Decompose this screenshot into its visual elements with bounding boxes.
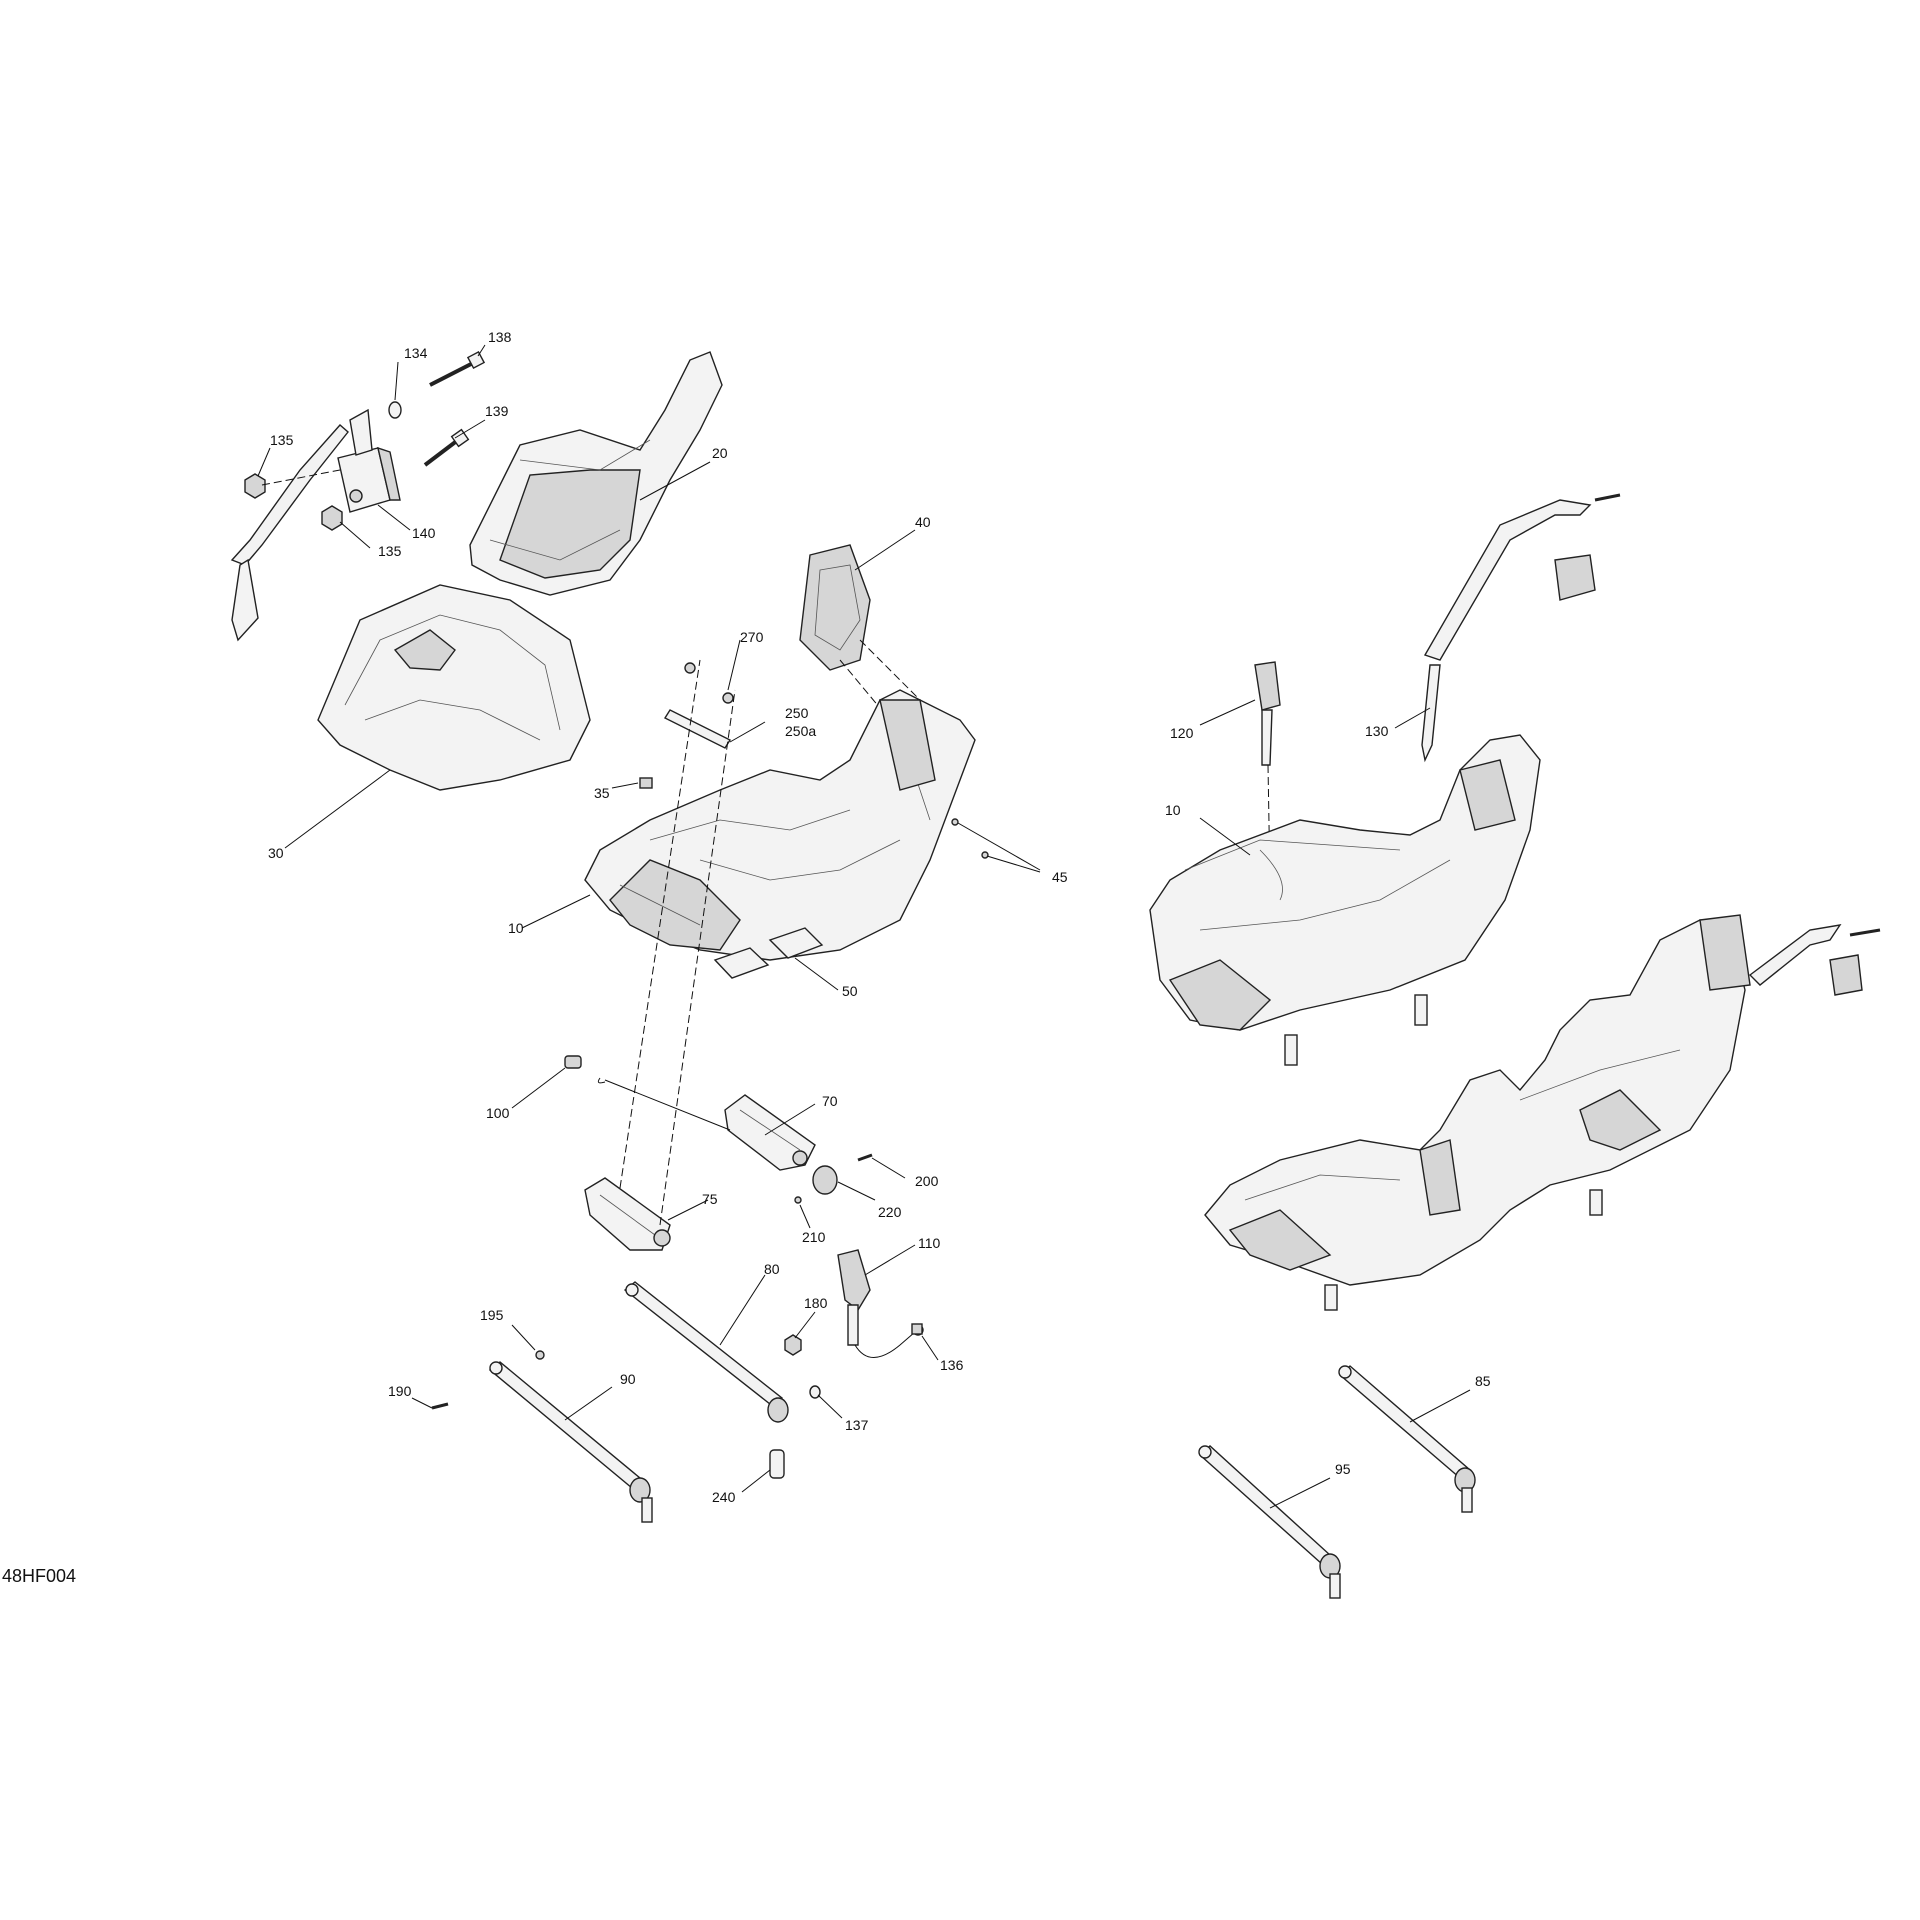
callout-35: 35 (594, 785, 610, 801)
callout-135-upper: 135 (270, 432, 294, 448)
nut-195 (535, 1350, 545, 1360)
callout-180: 180 (804, 1295, 828, 1311)
callout-110: 110 (918, 1235, 941, 1251)
callout-120: 120 (1170, 725, 1194, 741)
tube-85 (1338, 1365, 1476, 1513)
callout-30: 30 (268, 845, 284, 861)
spacer-220 (812, 1165, 838, 1195)
callout-138: 138 (488, 329, 512, 345)
clip-35 (639, 777, 653, 789)
clip-100 (564, 1055, 582, 1069)
callout-100: 100 (486, 1105, 510, 1121)
callout-140: 140 (412, 525, 436, 541)
seatbelt-buckle-120 (1254, 661, 1281, 766)
nut-135b (321, 505, 343, 531)
adjust-rod (597, 1077, 731, 1131)
spacer-240 (769, 1449, 785, 1479)
callout-210: 210 (802, 1229, 826, 1245)
callout-190: 190 (388, 1383, 412, 1399)
callout-80: 80 (764, 1261, 780, 1277)
callout-130: 130 (1365, 723, 1389, 739)
screw-210 (794, 1196, 802, 1204)
callout-95: 95 (1335, 1461, 1351, 1477)
nut-135a (244, 473, 266, 499)
bolt-190 (431, 1402, 449, 1410)
nut-270b (722, 692, 734, 704)
bolt-200 (857, 1153, 873, 1162)
callout-240: 240 (712, 1489, 736, 1505)
washer-134 (388, 401, 402, 419)
callout-250a: 250a (785, 723, 816, 739)
callout-10-left: 10 (508, 920, 524, 936)
nut-270a (684, 662, 696, 674)
headrest-bracket-40 (799, 544, 871, 671)
seatbelt-retractor-140 (230, 408, 401, 642)
bracket-250 (663, 709, 732, 749)
bolt-136 (911, 1323, 923, 1335)
callout-136: 136 (940, 1357, 964, 1373)
washer-137 (809, 1385, 821, 1399)
callout-139: 139 (485, 403, 509, 419)
seatbelt-130 (1421, 493, 1621, 763)
callout-40: 40 (915, 514, 931, 530)
callout-90: 90 (620, 1371, 636, 1387)
callout-85: 85 (1475, 1373, 1491, 1389)
callout-50: 50 (842, 983, 858, 999)
backrest-cushion-20 (469, 351, 723, 596)
tube-95 (1198, 1445, 1341, 1599)
seat-assembly-10-right-upper (1149, 734, 1541, 1066)
callout-75: 75 (702, 1191, 718, 1207)
callout-135-lower: 135 (378, 543, 402, 559)
bolt-139 (423, 428, 470, 467)
figure-reference: 48HF004 (2, 1566, 76, 1586)
bolt-138 (429, 350, 486, 387)
callout-10-right: 10 (1165, 802, 1181, 818)
callout-250: 250 (785, 705, 809, 721)
tube-80 (623, 1281, 789, 1423)
callout-20: 20 (712, 445, 728, 461)
screws-45 (951, 818, 989, 859)
labels-50 (713, 927, 824, 979)
callout-70: 70 (822, 1093, 838, 1109)
callout-137: 137 (845, 1417, 869, 1433)
callout-220: 220 (878, 1204, 902, 1220)
seat-base-10-left (584, 689, 976, 961)
callout-200: 200 (915, 1173, 939, 1189)
callout-labels: 134 138 135 139 20 140 135 40 270 250 25… (268, 329, 1491, 1505)
nut-180 (784, 1334, 802, 1356)
seat-assembly-rear-pair (1204, 914, 1881, 1311)
seat-cushion-30 (317, 584, 591, 791)
callout-195: 195 (480, 1307, 504, 1323)
callout-270: 270 (740, 629, 764, 645)
callout-45: 45 (1052, 869, 1068, 885)
callout-134: 134 (404, 345, 428, 361)
leader-lines (257, 344, 1471, 1509)
tube-90 (488, 1361, 653, 1523)
slide-rail-75 (584, 1177, 671, 1251)
slide-rail-70 (724, 1094, 816, 1171)
